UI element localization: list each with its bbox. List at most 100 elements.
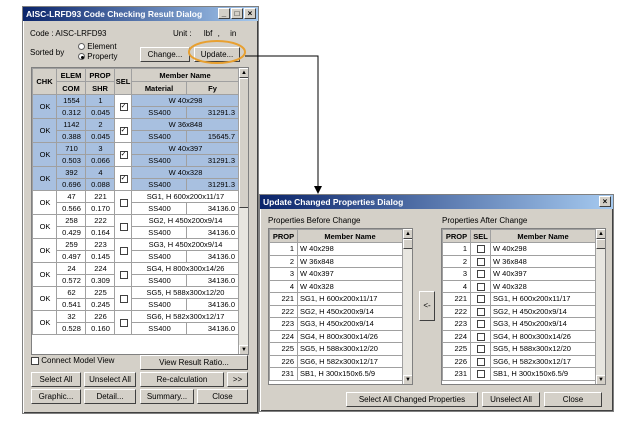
after-sel[interactable] [470,304,491,318]
after-scroll-up-icon[interactable]: ▲ [596,229,605,239]
result-scrollbar[interactable]: ▲ ▼ [238,68,248,354]
after-select-checkbox[interactable] [477,320,485,329]
row-select-checkbox[interactable]: ✓ [119,103,128,111]
row-sel[interactable] [114,310,132,335]
row-select-checkbox[interactable] [119,223,128,231]
after-sel[interactable] [470,317,491,331]
row-sel[interactable] [114,286,132,311]
radio-element[interactable]: Element [78,42,117,51]
row-select-checkbox[interactable] [119,271,128,279]
after-sel[interactable] [470,267,491,281]
dialog-close-button[interactable]: Close [544,392,602,407]
close-icon[interactable]: × [244,8,256,19]
row-select-checkbox[interactable] [119,247,128,255]
col-prop[interactable]: PROP [85,68,115,82]
after-sel[interactable] [470,242,491,256]
graphic-button[interactable]: Graphic... [31,389,81,404]
row-select-checkbox[interactable]: ✓ [119,151,128,159]
connect-model-view-checkbox[interactable] [31,356,39,365]
row-select-checkbox[interactable] [119,295,128,303]
after-sel[interactable] [470,279,491,293]
more-button[interactable]: >> [227,372,248,387]
after-scroll-thumb[interactable] [596,239,605,249]
col-chk[interactable]: CHK [32,68,57,95]
after-scrollbar[interactable]: ▲ ▼ [595,229,605,384]
maximize-icon[interactable]: □ [231,8,243,19]
after-sel[interactable] [470,329,491,343]
after-select-checkbox[interactable] [477,345,485,354]
before-scroll-thumb[interactable] [403,239,412,249]
after-scroll-down-icon[interactable]: ▼ [596,375,605,384]
connect-model-view[interactable]: Connect Model View [31,356,114,365]
select-all-changed-button[interactable]: Select All Changed Properties [346,392,478,407]
after-sel[interactable] [470,292,491,306]
after-select-checkbox[interactable] [477,332,485,341]
unselect-all-button[interactable]: Unselect All [84,372,136,387]
after-select-checkbox[interactable] [477,270,485,279]
after-sel[interactable] [470,354,491,368]
col-com[interactable]: COM [56,81,86,95]
dialog-close-icon[interactable]: × [599,196,611,207]
row-select-checkbox[interactable]: ✓ [119,127,128,135]
row-select-checkbox[interactable] [119,319,128,327]
col-fy[interactable]: Fy [186,81,239,95]
after-select-checkbox[interactable] [477,245,485,254]
radio-property[interactable]: Property [78,52,117,61]
summary-button[interactable]: Summary... [140,389,194,404]
view-result-ratio-button[interactable]: View Result Ratio... [140,355,248,370]
after-sel[interactable] [470,254,491,268]
row-select-checkbox[interactable] [119,199,128,207]
col-shr[interactable]: SHR [85,81,115,95]
row-sel[interactable] [114,190,132,215]
before-col-prop[interactable]: PROP [269,229,298,243]
after-sel[interactable] [470,367,491,381]
before-scroll-down-icon[interactable]: ▼ [403,375,412,384]
col-elem[interactable]: ELEM [56,68,86,82]
row-sel[interactable]: ✓ [114,166,132,191]
change-button[interactable]: Change... [140,47,190,62]
radio-property-icon[interactable] [78,53,85,61]
radio-element-icon[interactable] [78,43,85,51]
scroll-up-icon[interactable]: ▲ [239,68,248,78]
after-select-checkbox[interactable] [477,357,485,366]
row-select-checkbox[interactable]: ✓ [119,175,128,183]
recalculation-button[interactable]: Re-calculation [140,372,224,387]
update-button[interactable]: Update... [194,47,240,62]
after-select-checkbox[interactable] [477,257,485,266]
close-button[interactable]: Close [197,389,248,404]
row-sel[interactable] [114,214,132,239]
